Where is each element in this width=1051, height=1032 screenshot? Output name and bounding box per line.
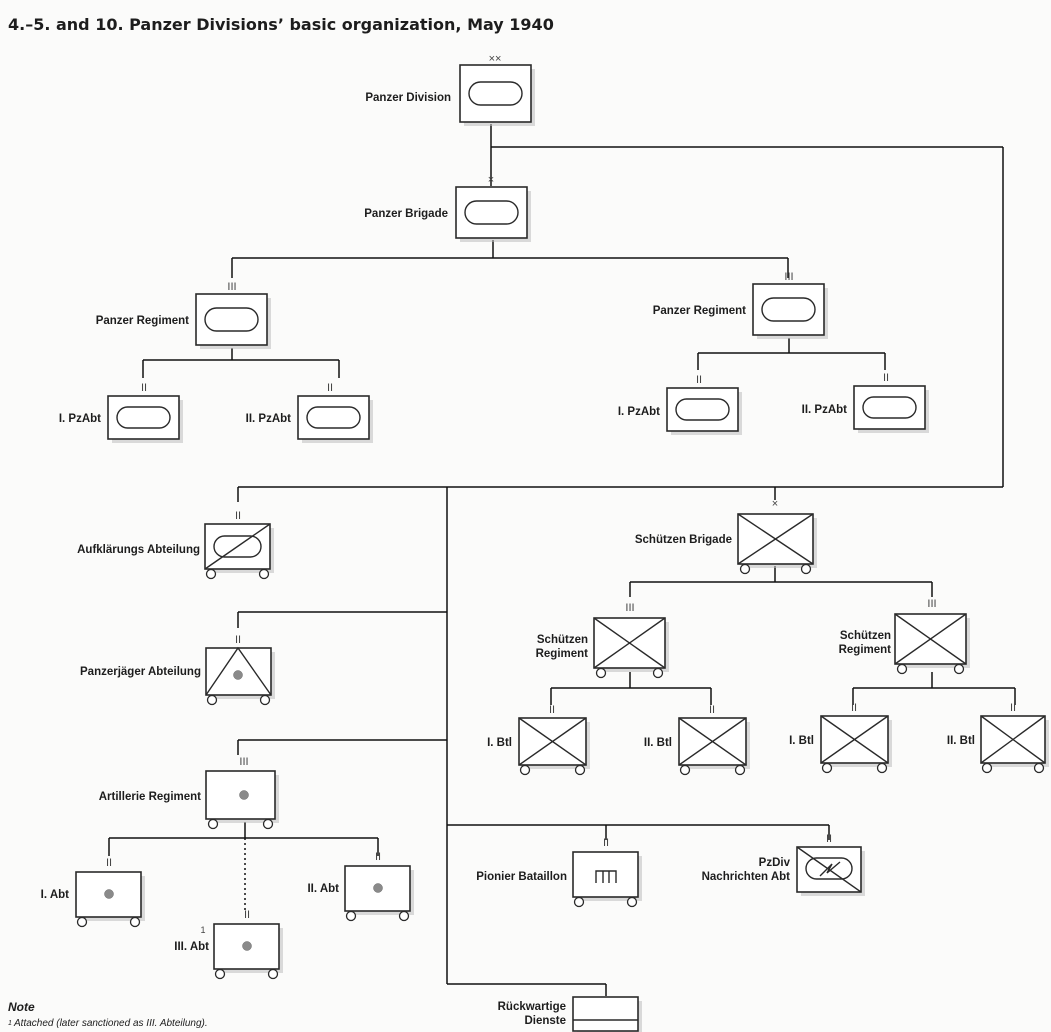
rank-marker: II [235, 634, 241, 646]
unit-label: I. Btl [789, 735, 814, 747]
unit-label: Panzer Brigade [364, 208, 448, 220]
footnote-marker: 1 [200, 925, 205, 935]
unit-label: II. Abt [307, 883, 339, 895]
unit-label-line1: Schützen [840, 630, 891, 642]
unit-label-line2: Nachrichten Abt [702, 871, 791, 883]
unit-label-line1: Schützen [537, 634, 588, 646]
unit-panzer-regiment-1: III Panzer Regiment [96, 281, 271, 349]
unit-label: I. Abt [41, 889, 69, 901]
unit-pzabt-1-1: II I. PzAbt [59, 382, 183, 443]
footnote: Note 1 Attached (later sanctioned as III… [8, 1000, 208, 1029]
unit-btl-1-1: II I. Btl [487, 704, 590, 776]
unit-btl-2-2: II II. Btl [947, 702, 1049, 774]
rank-marker: II [549, 704, 555, 716]
rank-marker: III [239, 756, 248, 768]
rank-marker: II [375, 851, 381, 863]
rank-marker: II [244, 909, 250, 921]
unit-aufklarungs-abteilung: II Aufklärungs Abteilung [77, 510, 274, 580]
unit-label: Pionier Bataillon [476, 871, 567, 883]
unit-schutzen-brigade: × Schützen Brigade [635, 498, 817, 575]
unit-artillerie-regiment: III Artillerie Regiment [99, 756, 279, 830]
unit-label: III. Abt [174, 941, 209, 953]
rank-marker: × [772, 498, 778, 510]
unit-label: II. PzAbt [802, 404, 848, 416]
unit-label-line2: Regiment [536, 648, 589, 660]
unit-panzer-regiment-2: III Panzer Regiment [653, 271, 828, 339]
rank-marker: ×× [489, 53, 502, 65]
rank-marker: II [327, 382, 333, 394]
unit-label: II. Btl [947, 735, 975, 747]
unit-label: Panzer Division [365, 92, 451, 104]
unit-pionier-bataillon: II Pionier Bataillon [476, 837, 642, 908]
unit-label: Panzer Regiment [653, 305, 746, 317]
unit-label: Artillerie Regiment [99, 791, 201, 803]
unit-label: I. PzAbt [59, 413, 101, 425]
rank-marker: III [784, 271, 793, 283]
unit-label: Aufklärungs Abteilung [77, 544, 200, 556]
rank-marker: II [141, 382, 147, 394]
note-marker: 1 [8, 1020, 12, 1027]
unit-label-line2: Dienste [524, 1015, 566, 1027]
rank-marker: II [1010, 702, 1016, 714]
unit-label: I. PzAbt [618, 406, 660, 418]
unit-label-line1: PzDiv [759, 857, 791, 869]
connector-lines [108, 124, 1016, 996]
unit-label: II. PzAbt [246, 413, 292, 425]
unit-artillerie-abt-3: II 1 III. Abt [174, 909, 283, 980]
unit-label: Panzer Regiment [96, 315, 189, 327]
unit-schutzen-regiment-1: III Schützen Regiment [536, 602, 669, 679]
unit-label: I. Btl [487, 737, 512, 749]
rank-marker: III [927, 598, 936, 610]
note-heading: Note [8, 1000, 35, 1014]
rank-marker: III [625, 602, 634, 614]
unit-label: Schützen Brigade [635, 534, 732, 546]
unit-pzabt-2-1: II I. PzAbt [618, 374, 742, 435]
rank-marker: III [227, 281, 236, 293]
unit-label: Panzerjäger Abteilung [80, 666, 201, 678]
unit-schutzen-regiment-2: III Schützen Regiment [839, 598, 970, 675]
unit-label: II. Btl [644, 737, 672, 749]
rank-marker: II [696, 374, 702, 386]
rank-marker: II [709, 704, 715, 716]
rank-marker: II [235, 510, 241, 522]
unit-nachrichten-abteilung: II PzDiv Nachrichten Abt [702, 833, 865, 896]
unit-panzerjager-abteilung: II Panzerjäger Abteilung [80, 634, 275, 706]
unit-artillerie-abt-1: II I. Abt [41, 857, 145, 928]
unit-btl-2-1: II I. Btl [789, 702, 892, 774]
unit-artillerie-abt-2: II II. Abt [307, 851, 414, 922]
rank-marker: II [826, 833, 832, 845]
unit-pzabt-2-2: II II. PzAbt [802, 372, 929, 433]
unit-label-line2: Regiment [839, 644, 892, 656]
unit-panzer-division: ×× Panzer Division [365, 53, 535, 126]
unit-ruckwartige-dienste: Rückwartige Dienste [498, 996, 642, 1032]
note-text: Attached (later sanctioned as III. Abtei… [13, 1018, 208, 1029]
rank-marker: II [883, 372, 889, 384]
chart-title: 4.–5. and 10. Panzer Divisions’ basic or… [8, 15, 554, 34]
unit-btl-1-2: II II. Btl [644, 704, 750, 776]
rank-marker: II [603, 837, 609, 849]
rank-marker: × [488, 174, 494, 186]
unit-label-line1: Rückwartige [498, 1001, 566, 1013]
unit-pzabt-1-2: II II. PzAbt [246, 382, 373, 443]
unit-panzer-brigade: × Panzer Brigade [364, 174, 531, 242]
rank-marker: II [851, 702, 857, 714]
rank-marker: II [106, 857, 112, 869]
